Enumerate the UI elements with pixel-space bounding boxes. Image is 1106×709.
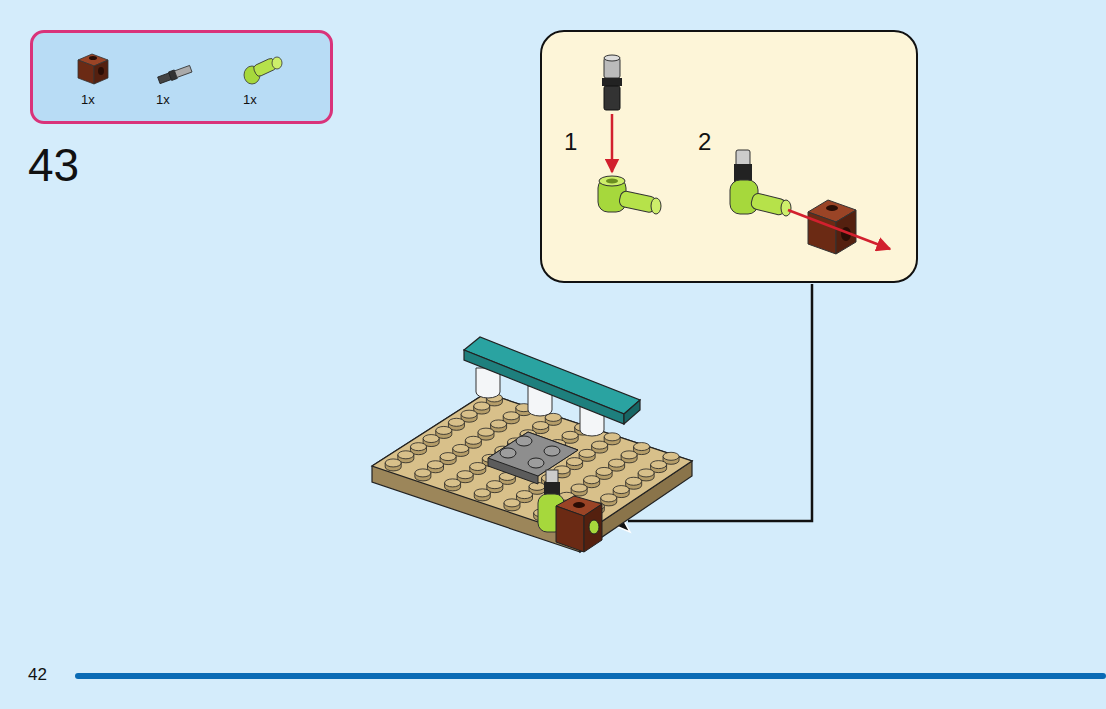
pin-icon — [157, 64, 192, 84]
brick-icon — [78, 54, 108, 84]
callout-box: 12 — [540, 30, 918, 283]
pin-part — [602, 55, 622, 110]
callout-number: 2 — [698, 130, 711, 154]
model-illustration — [372, 337, 692, 552]
connector-part — [598, 176, 661, 214]
part-count: 1x — [156, 93, 170, 106]
insert-arrow — [611, 114, 614, 172]
page-number: 42 — [28, 666, 47, 683]
callout-number: 1 — [564, 130, 577, 154]
part-count: 1x — [243, 93, 257, 106]
step-number: 43 — [28, 142, 79, 188]
page-bar — [75, 673, 1106, 679]
assembly-part — [730, 150, 791, 216]
push-arrow — [788, 210, 890, 249]
part-count: 1x — [81, 93, 95, 106]
parts-box: 1x 1x 1x — [30, 30, 333, 124]
connector-icon — [244, 57, 282, 84]
